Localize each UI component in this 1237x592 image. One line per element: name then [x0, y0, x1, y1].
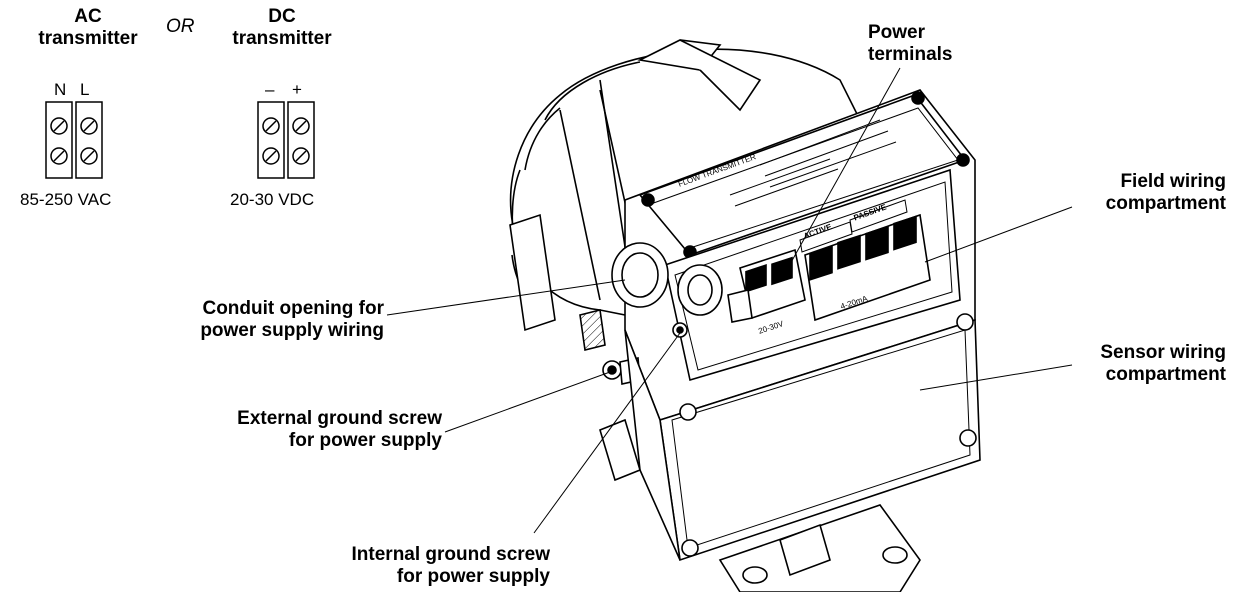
internal-ground-leader — [533, 332, 681, 534]
internal-ground-label: Internal ground screw for power supply — [351, 544, 550, 587]
terminal-label-plus: + — [292, 80, 302, 99]
output-terminal-block — [799, 199, 931, 322]
or-label: OR — [166, 16, 195, 37]
ac-terminal-block — [45, 101, 103, 179]
conduit-opening-label: Conduit opening for power supply wiring — [200, 298, 384, 341]
sensor-wiring-leader — [919, 364, 1073, 391]
dc-transmitter-title: DC transmitter — [232, 6, 332, 49]
terminal-label-minus: – — [265, 80, 275, 99]
sensor-wiring-label: Sensor wiring compartment — [1100, 342, 1226, 385]
external-ground-leader — [444, 371, 611, 433]
power-terminals-leader — [779, 67, 901, 283]
terminal-screw-icon — [50, 117, 98, 165]
conduit-opening-leader — [386, 279, 626, 316]
callout-leader-lines — [386, 67, 1073, 534]
ac-transmitter-title: AC transmitter — [38, 6, 138, 49]
dc-terminal-block — [257, 101, 315, 179]
field-wiring-label: Field wiring compartment — [1105, 171, 1226, 214]
terminal-label-n: N — [54, 80, 67, 99]
dc-voltage-label: 20-30 VDC — [230, 190, 315, 209]
field-wiring-leader — [924, 206, 1073, 263]
terminal-screw-icon — [262, 117, 310, 165]
transmitter-housing — [509, 39, 981, 592]
ac-voltage-label: 85-250 VAC — [20, 190, 112, 209]
power-terminals-label: Power terminals — [868, 22, 953, 65]
external-ground-label: External ground screw for power supply — [237, 408, 442, 451]
terminal-label-l: L — [80, 80, 90, 99]
